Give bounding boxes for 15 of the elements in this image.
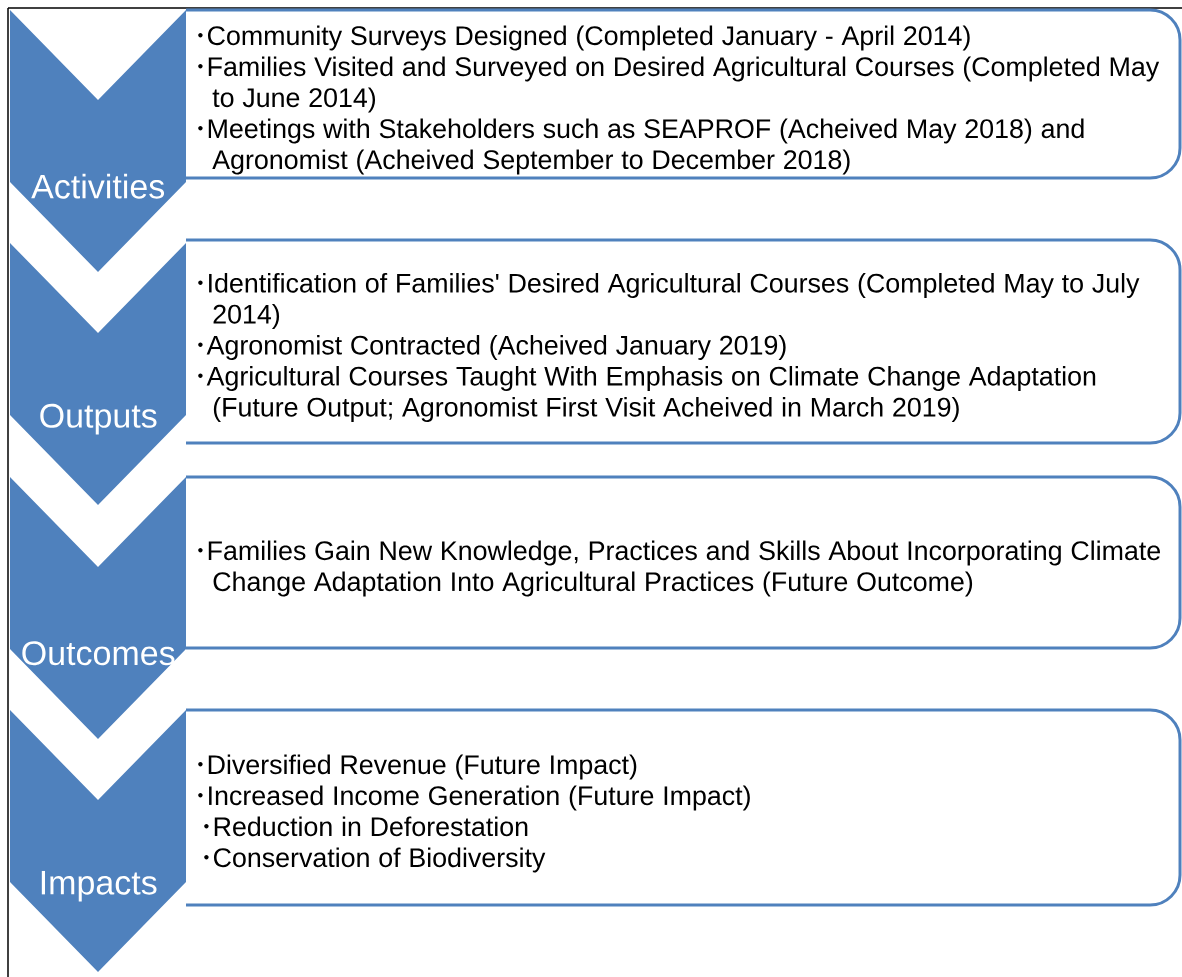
text-box: Families Gain New Knowledge, Practices and Skills About Incorporating Climate Change Adaptation Into Agricultural Practices (Future Outcome) xyxy=(186,475,1182,650)
node-label: Families Gain New Knowledge, Practices and Skills About Incorporating Climate Change Adaptation Into Agricultural Practices (Future Outcome) xyxy=(208,540,1161,597)
node-label: Reduction in Deforestation xyxy=(214,816,528,837)
node-label: Families Visited and Surveyed on Desired Agricultural Courses (Completed May to June 2014) xyxy=(208,56,1160,113)
node-label: Identification of Families' Desired Agricultural Courses (Completed May to July 2014) xyxy=(209,272,1140,329)
node-label: Meetings with Stakeholders such as SEAPROF (Acheived May 2018) and Agronomist (Acheived September to December 2018) xyxy=(208,118,1084,175)
text-box: Diversified Revenue (Future Impact) Increased Income Generation (Future Impact) Reduction in Deforestation Conservation of Biodiversity xyxy=(186,708,1182,907)
text-box: Community Surveys Designed (Completed January - April 2014) Families Visited and Surveyed on Desired Agricultural Courses (Completed May to June 2014) Meetings with Stakeholders such as SEAPROF (Acheived May 2018) and Agronomist (Acheived September to December 2018) xyxy=(186,8,1182,180)
node-label: Diversified Revenue (Future Impact) xyxy=(208,754,637,780)
node-label: Conservation of Biodiversity xyxy=(213,847,546,873)
node-label: Agricultural Courses Taught With Emphasis on Climate Change Adaptation (Future Output; Agronomist First Visit Acheived in March 2019) xyxy=(206,365,1096,422)
node-label: Community Surveys Designed (Completed January - April 2014) xyxy=(207,25,970,51)
node-label: Increased Income Generation (Future Impact) xyxy=(209,785,750,811)
node-label: Agronomist Contracted (Acheived January 2019) xyxy=(206,334,786,360)
text-box: Identification of Families' Desired Agricultural Courses (Completed May to July 2014) Agronomist Contracted (Acheived January 2019) Agricultural Courses Taught With Emphasis on Climate Change Adaptation (Future Output; Agronomist First Visit Acheived in March 2019) xyxy=(186,238,1182,445)
